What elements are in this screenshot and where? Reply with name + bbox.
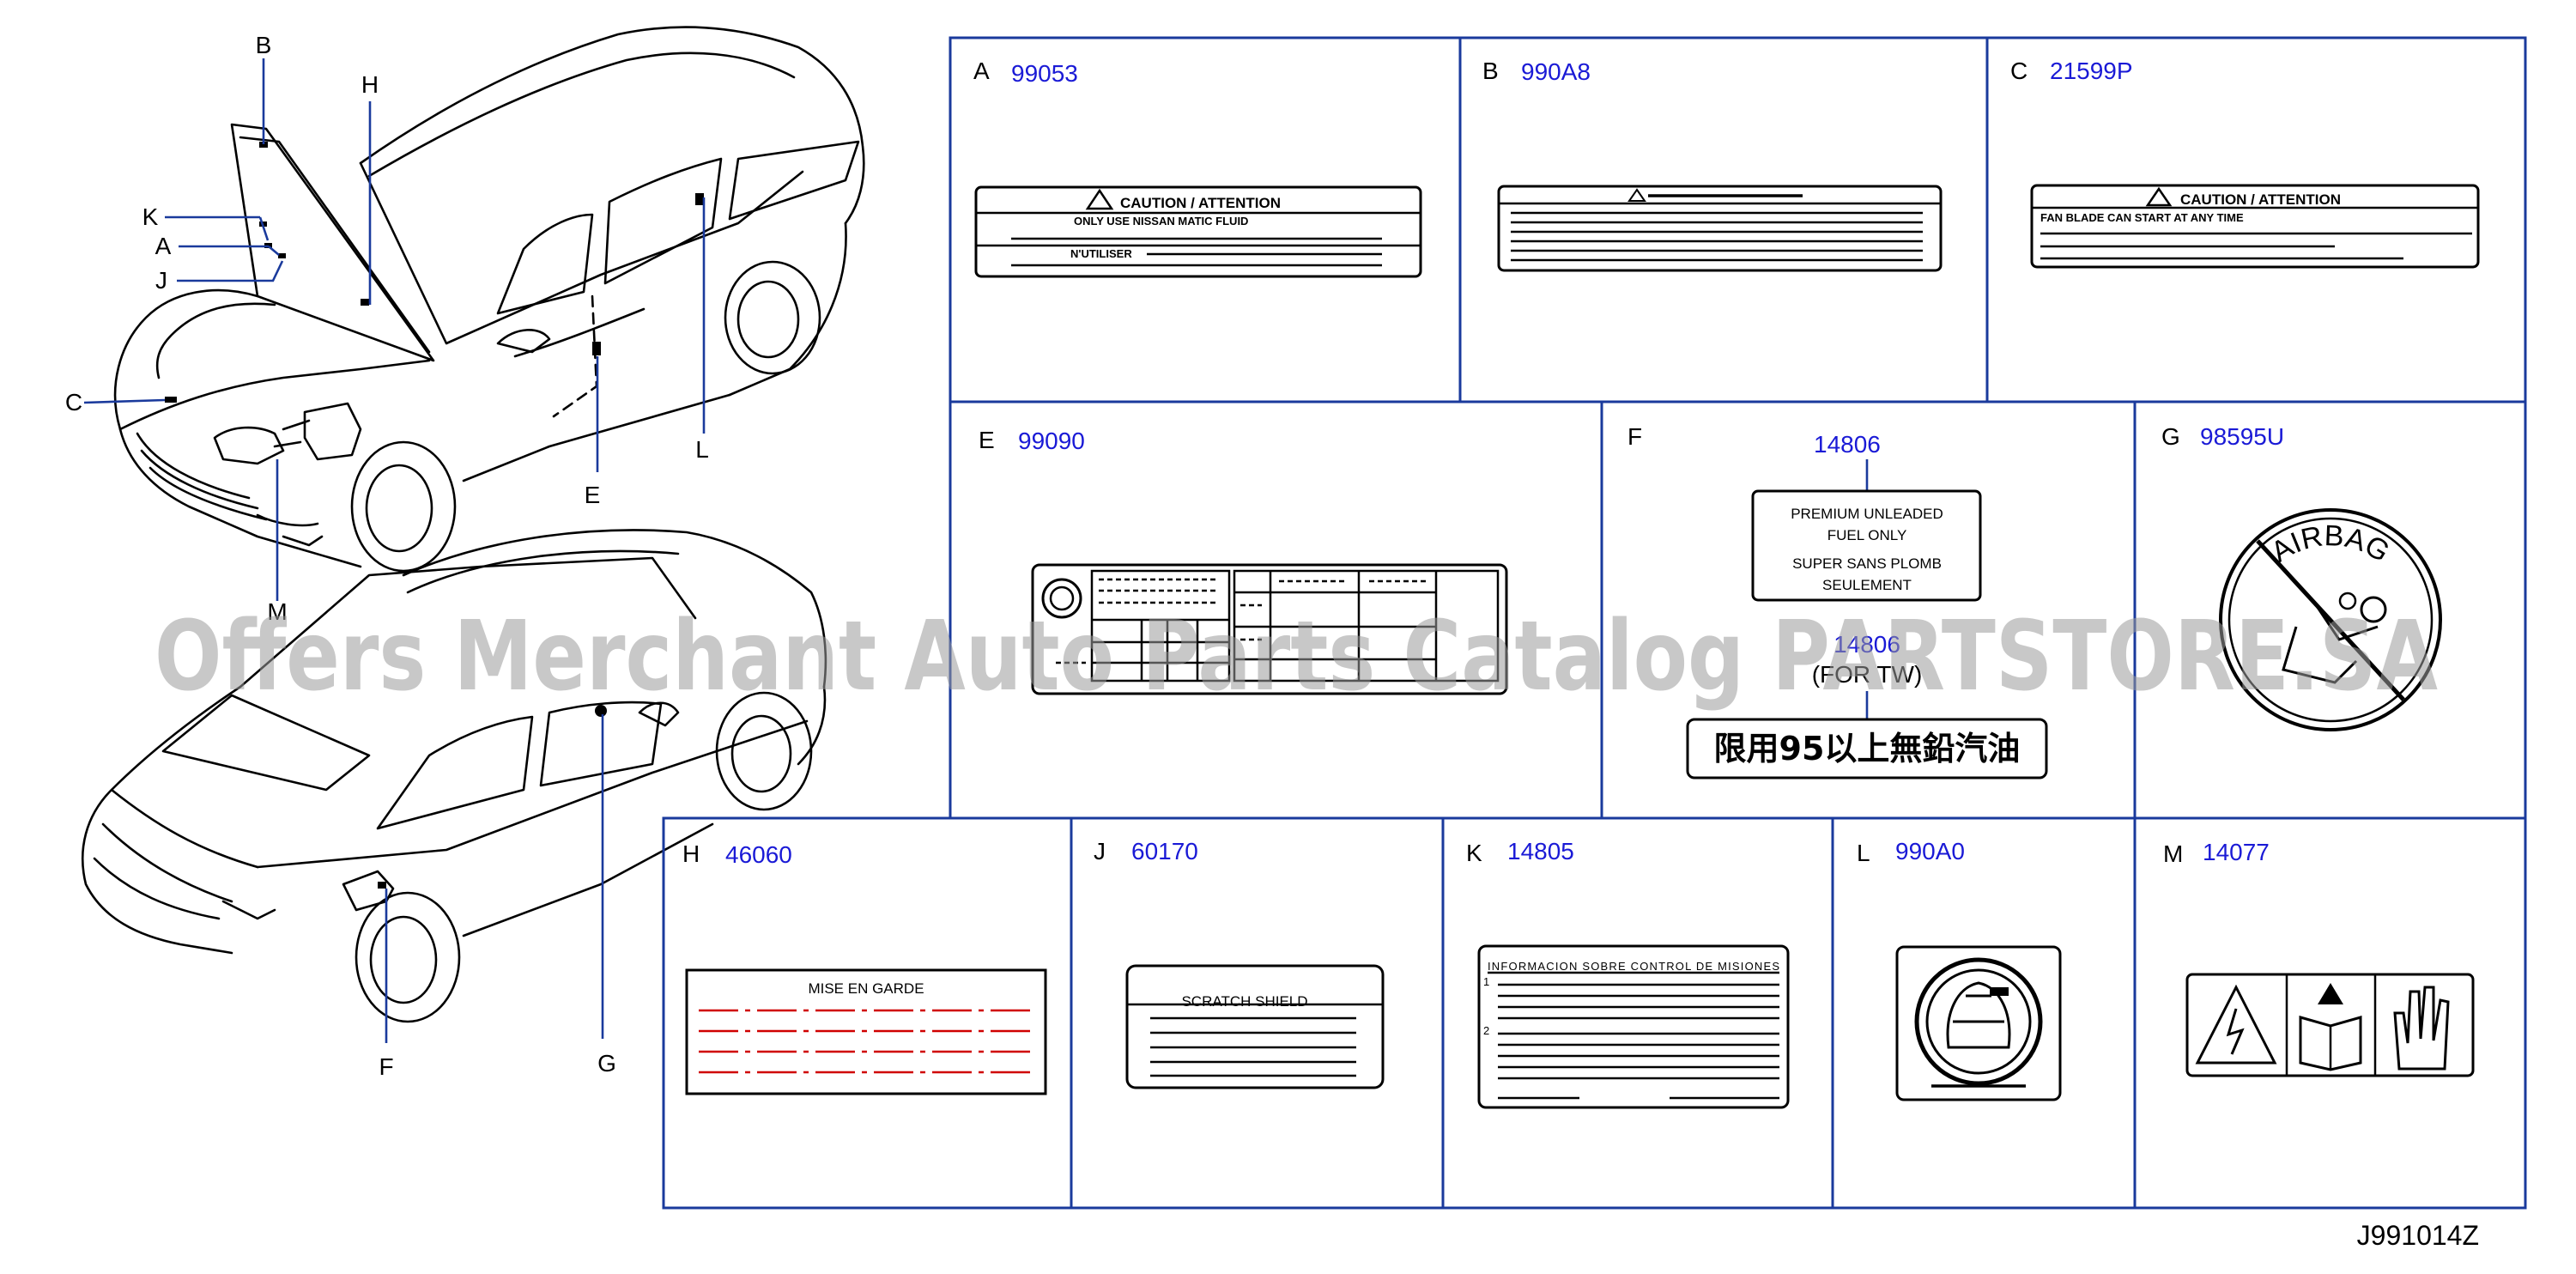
label-J-title: SCRATCH SHIELD bbox=[1181, 993, 1307, 1010]
panel-A-part-number: 99053 bbox=[1011, 60, 1078, 87]
label-E bbox=[1031, 563, 1508, 695]
panel-J-part-number: 60170 bbox=[1131, 838, 1198, 864]
label-B bbox=[1497, 185, 1943, 272]
panel-J-letter: J bbox=[1094, 838, 1106, 864]
diagram-code: J991014Z bbox=[2357, 1220, 2479, 1251]
panel-C-letter: C bbox=[2010, 58, 2027, 84]
panel-E-letter: E bbox=[979, 427, 995, 453]
panel-M-letter: M bbox=[2163, 840, 2183, 867]
callout-E: E bbox=[585, 482, 601, 508]
panel-C-part-number: 21599P bbox=[2050, 58, 2133, 84]
label-F-part-number-2: 14806 bbox=[1834, 631, 1900, 658]
panel-G-part-number: 98595U bbox=[2200, 423, 2284, 450]
label-C-line1: FAN BLADE CAN START AT ANY TIME bbox=[2040, 211, 2244, 224]
callout-C: C bbox=[65, 389, 82, 416]
panel-G-letter: G bbox=[2161, 423, 2180, 450]
label-A: CAUTION / ATTENTION ONLY USE NISSAN MATI… bbox=[974, 185, 1422, 278]
label-H-title: MISE EN GARDE bbox=[808, 980, 924, 997]
panel-H-letter: H bbox=[682, 840, 700, 867]
panel-B-part-number: 990A8 bbox=[1521, 58, 1591, 85]
callout-G: G bbox=[597, 1050, 616, 1077]
callout-J: J bbox=[155, 267, 167, 294]
callout-H: H bbox=[361, 71, 379, 98]
panel-F-letter: F bbox=[1627, 423, 1642, 450]
callout-F: F bbox=[379, 1053, 393, 1080]
panel-K-part-number: 14805 bbox=[1507, 838, 1574, 864]
lower-car-illustration bbox=[81, 529, 827, 1023]
label-F-note: (FOR TW) bbox=[1812, 661, 1923, 688]
upper-car-illustration bbox=[113, 26, 865, 573]
callout-K: K bbox=[142, 203, 159, 230]
callout-M: M bbox=[267, 598, 287, 625]
label-L bbox=[1895, 945, 2062, 1101]
watermark: Offers Merchant Auto Parts Catalog PARTS… bbox=[155, 601, 2438, 713]
panel-K-letter: K bbox=[1466, 840, 1482, 866]
label-C-caution: CAUTION / ATTENTION bbox=[2180, 191, 2341, 208]
panel-headers: A 99053 B 990A8 C 21599P E 99090 F 14806… bbox=[682, 58, 2284, 868]
svg-text:AIRBAG: AIRBAG bbox=[2265, 519, 2395, 569]
label-F-chinese: 限用95以上無鉛汽油 bbox=[1714, 730, 2021, 767]
label-grid bbox=[662, 36, 2527, 1210]
label-H: MISE EN GARDE bbox=[685, 968, 1047, 1095]
label-F-line4: SEULEMENT bbox=[1822, 577, 1912, 593]
label-F-line3: SUPER SANS PLOMB bbox=[1792, 555, 1942, 572]
callout-lines bbox=[83, 58, 706, 1043]
label-A-line1: ONLY USE NISSAN MATIC FLUID bbox=[1074, 215, 1248, 228]
panel-B-letter: B bbox=[1482, 58, 1499, 84]
callout-A: A bbox=[155, 233, 172, 259]
label-F-line1: PREMIUM UNLEADED bbox=[1791, 506, 1943, 522]
label-A-caution: CAUTION / ATTENTION bbox=[1120, 195, 1281, 211]
label-J: SCRATCH SHIELD bbox=[1125, 964, 1385, 1089]
panel-F-part-number: 14806 bbox=[1814, 431, 1881, 458]
label-M bbox=[2185, 973, 2475, 1077]
panel-L-letter: L bbox=[1857, 840, 1870, 866]
callout-B: B bbox=[256, 32, 272, 58]
panel-A-letter: A bbox=[973, 58, 990, 84]
label-G-text: AIRBAG bbox=[2265, 519, 2395, 569]
panel-M-part-number: 14077 bbox=[2203, 839, 2270, 865]
callout-letters: B H K A J C M E L F G bbox=[65, 32, 709, 1080]
label-K: INFORMACION SOBRE CONTROL DE MISIONES 1 … bbox=[1477, 944, 1790, 1109]
panel-E-part-number: 99090 bbox=[1018, 428, 1085, 454]
panel-L-part-number: 990A0 bbox=[1895, 838, 1965, 864]
label-A-line2: N'UTILISER bbox=[1070, 247, 1132, 260]
label-K-num2: 2 bbox=[1483, 1024, 1489, 1037]
callout-L: L bbox=[695, 436, 709, 463]
label-F: PREMIUM UNLEADED FUEL ONLY SUPER SANS PL… bbox=[1686, 459, 2048, 780]
label-K-num1: 1 bbox=[1483, 975, 1489, 988]
label-F-line2: FUEL ONLY bbox=[1827, 527, 1907, 543]
label-K-title: INFORMACION SOBRE CONTROL DE MISIONES bbox=[1488, 960, 1779, 973]
panel-H-part-number: 46060 bbox=[725, 841, 792, 868]
label-C: CAUTION / ATTENTION FAN BLADE CAN START … bbox=[2030, 184, 2480, 269]
